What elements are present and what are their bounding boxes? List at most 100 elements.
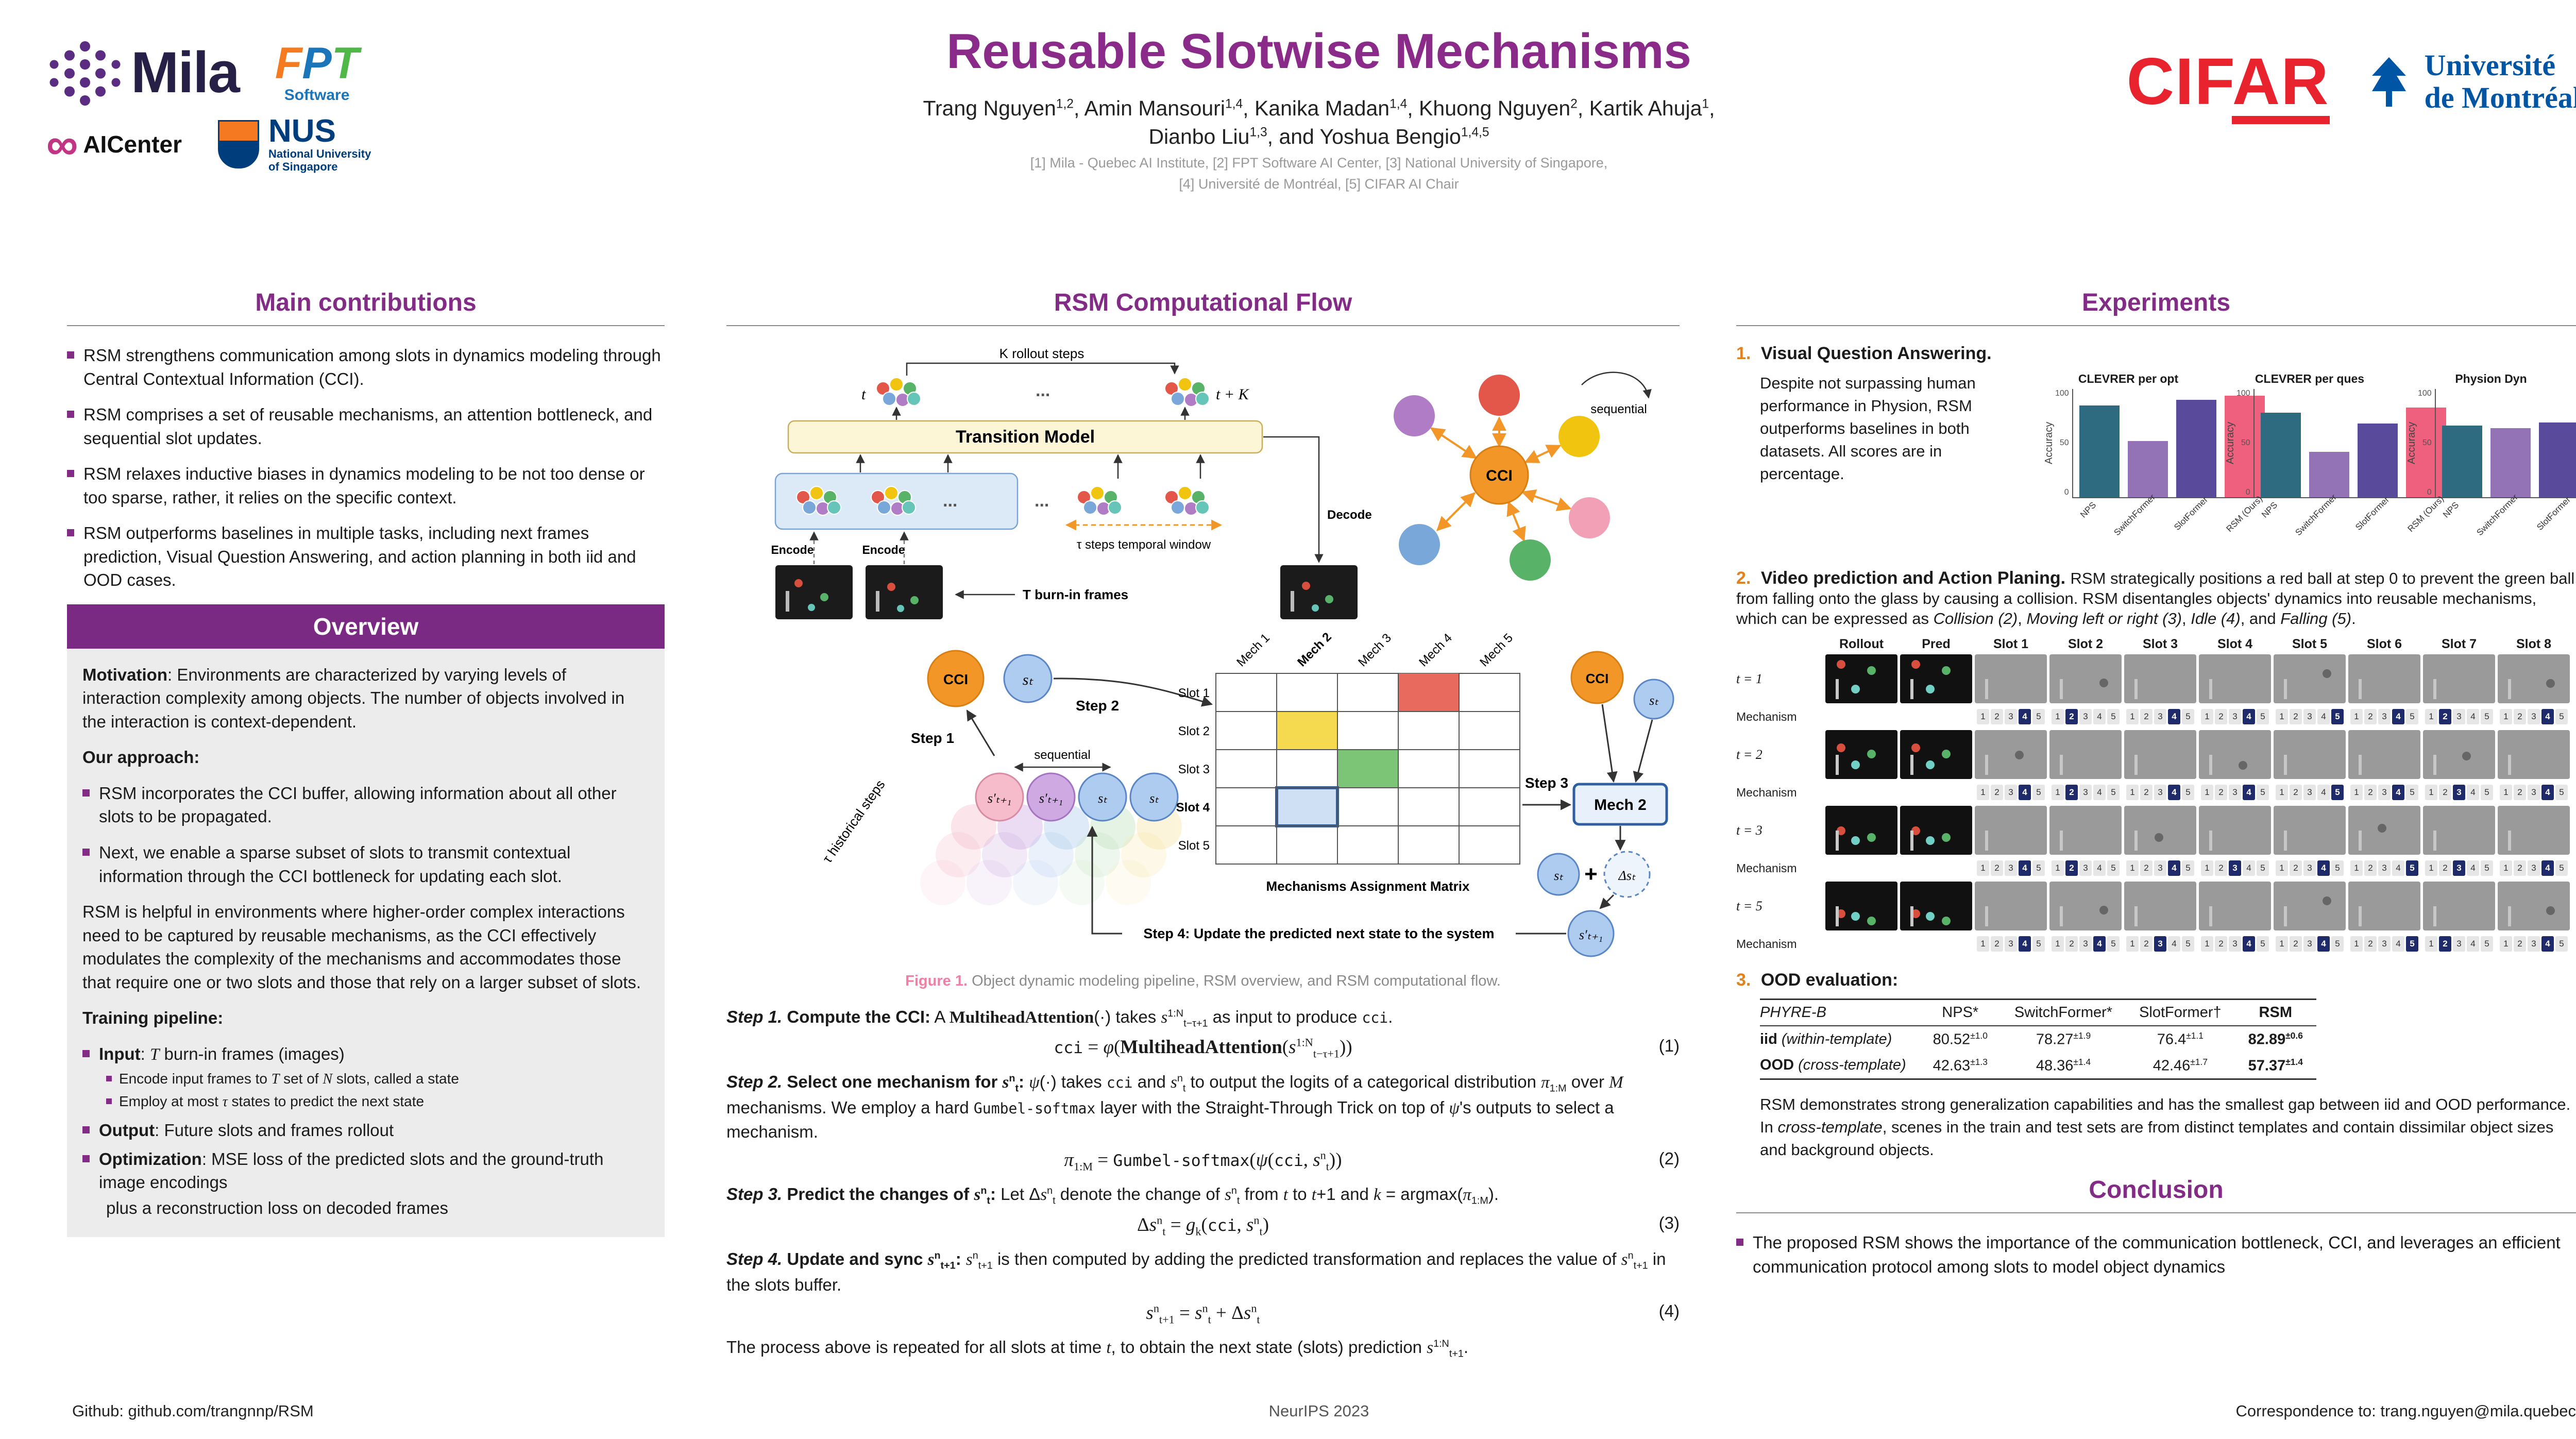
equation-2: π1:M = Gumbel-softmax(ψ(cci, snt))(2) (1064, 1148, 1680, 1173)
slot-frame (1975, 730, 2047, 779)
grid-col-header: Pred (1922, 637, 1951, 651)
grid-row-label: t = 1 (1736, 671, 1762, 686)
cifar-wordmark: CIFAR (2126, 45, 2330, 118)
poster-header: Mila FPT Software ∞ AICenter NUS Nationa… (0, 0, 2576, 268)
table-header-cell: SwitchFormer* (2014, 1004, 2113, 1021)
slot-frame (2049, 654, 2122, 703)
contribution-item: RSM outperforms baselines in multiple ta… (67, 521, 665, 592)
slot-frame (2498, 882, 2570, 930)
bar-NPS (2260, 413, 2301, 497)
title-block: Reusable Slotwise Mechanisms Trang Nguye… (649, 23, 1989, 194)
x-tick-label: SwitchFormer (2112, 492, 2157, 538)
heading-rule (726, 325, 1680, 326)
grid-row-label: Mechanism (1736, 861, 1797, 875)
mila-dots-icon (49, 41, 121, 106)
motivation-paragraph: Motivation: Environments are characteriz… (82, 665, 625, 731)
delta-s-label: Δsₜ (1618, 868, 1636, 883)
mech2-box-label: Mech 2 (1594, 797, 1647, 814)
slot-frame (2274, 806, 2346, 855)
mechanism-cell (1900, 706, 1972, 727)
aicenter-wordmark: AICenter (83, 131, 182, 158)
slot-frame (2124, 882, 2196, 930)
slot-row-label: Slot 3 (1178, 763, 1210, 776)
cci-hub: CCI sequential (1394, 371, 1652, 581)
table-cell: 80.52±1.0 (1933, 1030, 1988, 1048)
slot-frame (2124, 654, 2196, 703)
s-t-label: sₜ (1649, 693, 1659, 708)
authors-line-1: Trang Nguyen1,2, Amin Mansouri1,4, Kanik… (923, 96, 1715, 120)
grid-row-label: Mechanism (1736, 709, 1797, 723)
sequential-label: sequential (1590, 402, 1647, 416)
figure-1: K rollout steps t t + K ... Transition M… (726, 344, 1680, 970)
overview-banner: Overview (67, 604, 665, 649)
bullet-square-icon (82, 1126, 90, 1133)
slot-frame (2498, 806, 2570, 855)
encode-label: Encode (862, 543, 905, 556)
mila-wordmark: Mila (131, 40, 240, 105)
item-number: 2. (1736, 568, 1751, 588)
transition-model-box (787, 420, 1263, 454)
mechanism-cell (1900, 857, 1972, 879)
item-label: OOD evaluation: (1760, 970, 1899, 990)
step-1-paragraph: Step 1. Compute the CCI: A MultiheadAtte… (726, 1007, 1393, 1029)
burn-in-frames-label: T burn-in frames (1023, 587, 1128, 602)
cci-circle (927, 650, 985, 707)
right-logo-block: CIFAR Université de Montréal (2126, 45, 2576, 124)
slot-frame (1975, 806, 2047, 855)
table-row-label: iid (within-template) (1760, 1030, 1892, 1047)
grid-col-header: Slot 3 (2142, 637, 2178, 651)
table-row-label: OOD (cross-template) (1760, 1057, 1906, 1074)
slot-frame (2498, 730, 2570, 779)
bar-SwitchFormer (2309, 451, 2349, 497)
ellipsis: ... (1036, 381, 1050, 400)
equation-4: snt+1 = snt + Δsnt(4) (1146, 1301, 1680, 1326)
heading-rule (1736, 325, 2576, 326)
slot-frame (2498, 654, 2570, 703)
grid-col-header: Slot 2 (2067, 637, 2104, 651)
vqa-text: Despite not surpassing human performance… (1760, 374, 1976, 483)
slot-frame (2274, 882, 2346, 930)
state-circle (1129, 772, 1179, 822)
bar-SlotFormer (2176, 400, 2217, 497)
predicted-next-state-circle (1567, 910, 1615, 957)
heading-rule (67, 325, 665, 326)
left-logo-block: Mila FPT Software ∞ AICenter NUS Nationa… (46, 36, 371, 180)
item-label: Video prediction and Action Planing. (1760, 568, 2066, 588)
cci-label: CCI (1486, 467, 1513, 484)
item-label: Visual Question Answering. (1760, 344, 1992, 363)
table-cell: 78.27±1.9 (2036, 1030, 2091, 1048)
figure-caption: Figure 1. Object dynamic modeling pipeli… (905, 973, 1501, 989)
encode-label: Encode (771, 543, 814, 556)
mechanism-cell (1825, 706, 1897, 727)
equation-number: (2) (1658, 1148, 1680, 1168)
hub-slot-blue (1399, 524, 1440, 565)
bar-SwitchFormer (2127, 441, 2168, 497)
assignment-matrix (1215, 673, 1520, 865)
grid-col-header: Slot 1 (1993, 637, 2029, 651)
bullet-square-icon (82, 1049, 90, 1057)
step4-label-bg (1122, 921, 1516, 945)
training-input-sub-item: Encode input frames to T set of N slots,… (106, 1070, 649, 1089)
cifar-logo: CIFAR (2126, 45, 2330, 124)
burn-in-frame (775, 565, 853, 619)
s-t-label: sₜ (1023, 671, 1034, 688)
figure-1-svg: K rollout steps t t + K ... Transition M… (771, 346, 1674, 957)
video-frame (1900, 806, 1972, 855)
mechanism-cell (1825, 782, 1897, 803)
equation-number: (1) (1658, 1036, 1680, 1055)
mila-logo: Mila (46, 39, 240, 106)
bar-SwitchFormer (2490, 428, 2531, 497)
s-next-label: s′ₜ₊₁ (1579, 927, 1603, 942)
bullet-square-icon (82, 789, 90, 797)
